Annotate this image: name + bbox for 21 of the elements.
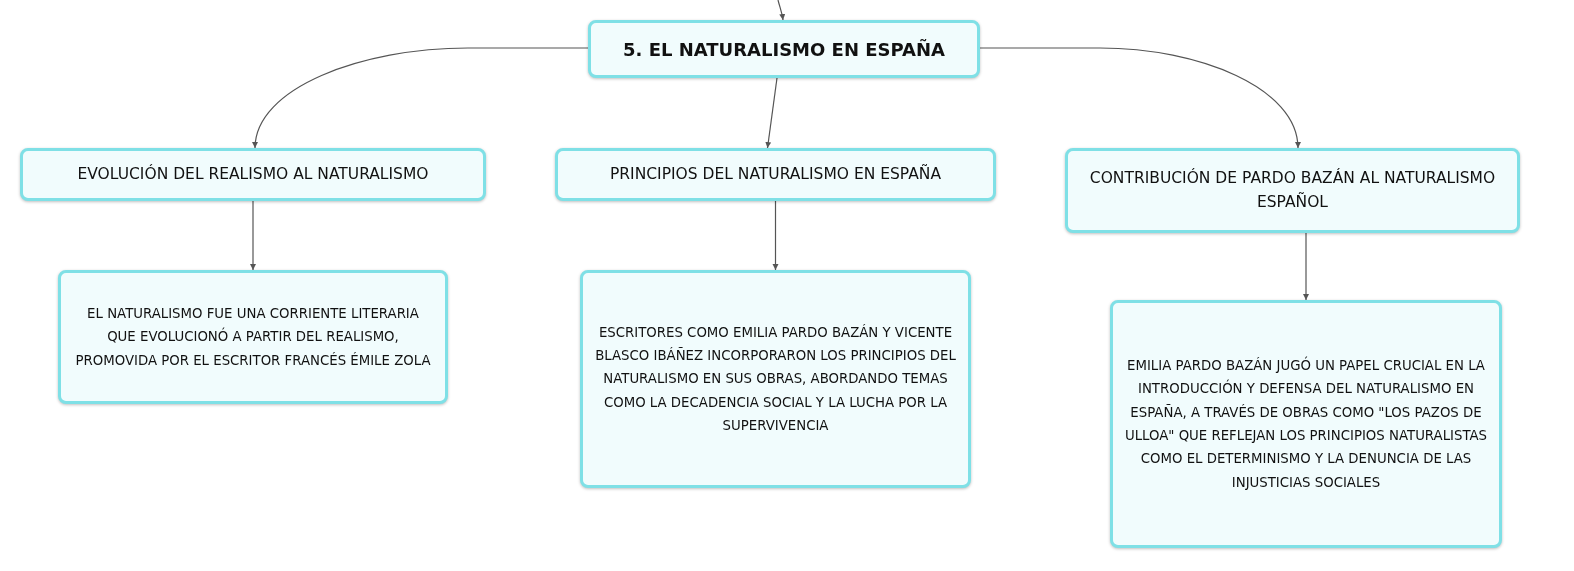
topic-text: EVOLUCIÓN DEL REALISMO AL NATURALISMO — [77, 163, 429, 185]
connector-arrow — [777, 0, 786, 21]
description-text: ESCRITORES COMO EMILIA PARDO BAZÁN Y VICENTE BLASCO IBÁÑEZ INCORPORARON LOS PRINCIPIOS DEL NATURALISMO EN SUS OBRAS, ABORDANDO TEMAS COMO LA DECADENCIA SOCIAL Y LA LUCHA POR LA SUPERVIVENCIA — [594, 323, 957, 435]
connector-arrow — [765, 77, 778, 149]
connector-arrow — [250, 200, 256, 271]
description-box — [58, 270, 448, 404]
description-text: EMILIA PARDO BAZÁN JUGÓ UN PAPEL CRUCIAL EN LA INTRODUCCIÓN Y DEFENSA DEL NATURALISMO EN ESPAÑA, A TRAVÉS DE OBRAS COMO "LOS PAZOS DE ULLOA" QUE REFLEJAN LOS PRINCIPIOS NATURALISTAS COMO EL DETERMINISMO Y LA DENUNCIA DE LAS INJUSTICIAS SOCIALES — [1123, 355, 1489, 492]
topic-text: PRINCIPIOS DEL NATURALISMO EN ESPAÑA — [609, 163, 942, 185]
description-box — [580, 270, 971, 488]
title-text: 5. EL NATURALISMO EN ESPAÑA — [623, 37, 945, 62]
title-box — [588, 20, 980, 78]
description-box — [1110, 300, 1502, 548]
connector-arrow — [979, 47, 1301, 149]
topic-text: CONTRIBUCIÓN DE PARDO BAZÁN AL NATURALISMO ESPAÑOL — [1088, 167, 1497, 213]
connector-arrow — [1303, 232, 1309, 301]
connector-arrow — [252, 47, 589, 149]
topic-box — [20, 148, 486, 201]
topic-box — [555, 148, 996, 201]
description-text: EL NATURALISMO FUE UNA CORRIENTE LITERARIA QUE EVOLUCIONÓ A PARTIR DEL REALISMO, PROMOVIDA POR EL ESCRITOR FRANCÉS ÉMILE ZOLA — [74, 305, 432, 370]
connector-arrow — [772, 200, 779, 271]
topic-box — [1065, 148, 1520, 233]
